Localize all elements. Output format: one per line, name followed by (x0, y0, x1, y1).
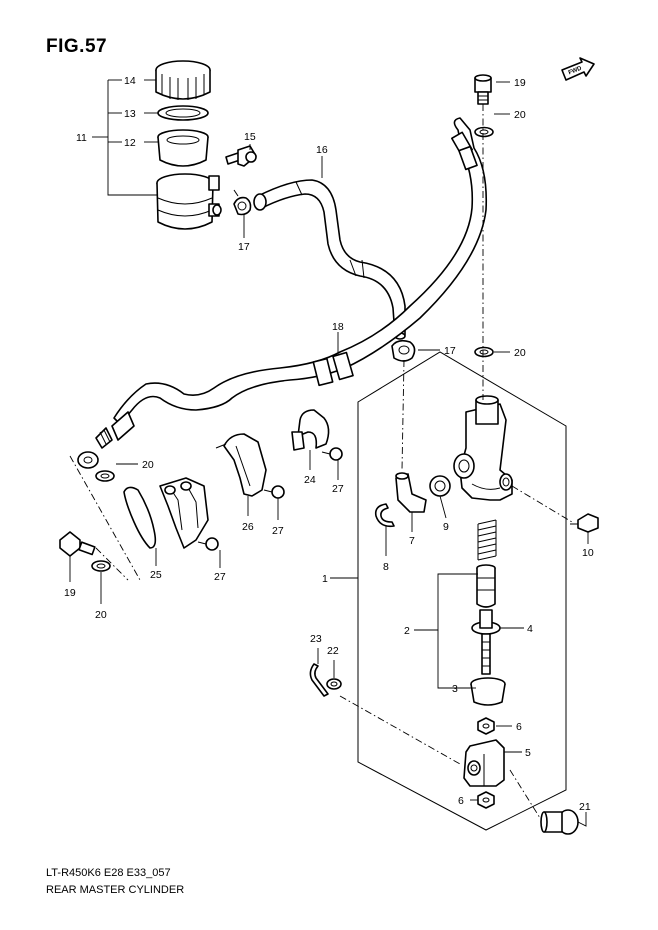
callout-14: 14 (124, 75, 136, 87)
callout-27-a: 27 (332, 483, 344, 495)
cotter-pin-23 (309, 663, 329, 697)
callout-22: 22 (327, 645, 339, 657)
assembly-outline-1 (357, 351, 567, 831)
reservoir-hose-16 (253, 179, 406, 340)
hose-holder-24 (291, 409, 330, 451)
o-ring-9 (429, 475, 451, 497)
return-spring (477, 519, 497, 561)
callout-19-lower: 19 (64, 587, 76, 599)
nut-6-upper (477, 717, 495, 735)
callout-12: 12 (124, 137, 136, 149)
callout-24: 24 (304, 474, 316, 486)
callout-6-lower: 6 (458, 795, 464, 807)
callout-10: 10 (582, 547, 594, 559)
fwd-arrow-icon: FWD (561, 57, 595, 81)
callout-23: 23 (310, 633, 322, 645)
bolt-27-b (263, 485, 285, 499)
clevis-5 (463, 739, 505, 787)
master-cylinder-body (453, 395, 513, 501)
callout-15: 15 (244, 131, 256, 143)
callout-2: 2 (404, 625, 410, 637)
callout-16: 16 (316, 144, 328, 156)
clamp-17-upper (233, 189, 252, 216)
leader-lines (69, 79, 589, 827)
callout-4: 4 (527, 623, 533, 635)
bolt-10 (570, 513, 599, 533)
piston-2 (476, 564, 496, 608)
reservoir-cap (155, 60, 211, 100)
hose-holder-26 (215, 433, 267, 497)
callout-1: 1 (322, 573, 328, 585)
boot-3 (470, 677, 506, 706)
callout-20-upper: 20 (514, 109, 526, 121)
axis-cotter (339, 695, 461, 765)
connector-7 (395, 472, 427, 513)
union-bolt-19-lower (59, 531, 96, 557)
axis-connector (401, 359, 405, 471)
clamp-17-lower (391, 339, 416, 362)
callout-7: 7 (409, 535, 415, 547)
union-bolt-19-upper (474, 74, 492, 105)
washer-20-bottom (91, 560, 111, 572)
diaphragm-plate (157, 105, 209, 121)
diaphragm (157, 129, 209, 167)
reservoir-tank (156, 173, 222, 230)
clevis-pin-21 (540, 809, 579, 835)
bolt-27-c (197, 537, 219, 551)
nut-6-lower (477, 791, 495, 809)
callout-26: 26 (242, 521, 254, 533)
callout-3: 3 (452, 683, 458, 695)
callout-13: 13 (124, 108, 136, 120)
callout-20-mid: 20 (514, 347, 526, 359)
hose-guide-25 (123, 477, 209, 549)
callout-8: 8 (383, 561, 389, 573)
washer-20-left (95, 470, 115, 482)
callout-5: 5 (525, 747, 531, 759)
callout-20-left: 20 (142, 459, 154, 471)
callout-18: 18 (332, 321, 344, 333)
callout-17-lower: 17 (444, 345, 456, 357)
callout-19-upper: 19 (514, 77, 526, 89)
figure-code: LT-R450K6 E28 E33_057 (46, 867, 171, 879)
callout-20-bottom: 20 (95, 609, 107, 621)
bolt-15 (225, 145, 257, 167)
push-rod-4 (471, 609, 501, 675)
callout-25: 25 (150, 569, 162, 581)
callout-27-b: 27 (272, 525, 284, 537)
callout-17-upper: 17 (238, 241, 250, 253)
callout-labels: 14 13 12 11 15 16 17 17 18 19 20 20 20 1… (64, 75, 594, 813)
brake-hose-18 (77, 117, 488, 469)
callout-11: 11 (76, 132, 87, 144)
callout-6-upper: 6 (516, 721, 522, 733)
washer-20-upper (474, 126, 494, 138)
callout-21: 21 (579, 801, 591, 813)
circlip-8 (374, 503, 395, 528)
figure-name: REAR MASTER CYLINDER (46, 884, 185, 896)
callout-9: 9 (443, 521, 449, 533)
axis-pin-21 (509, 769, 541, 819)
fwd-label: FWD (568, 65, 584, 76)
bolt-27-a (321, 447, 343, 461)
axis-banjo (69, 455, 141, 581)
axis-bolt-10 (511, 485, 573, 523)
figure-title: FIG.57 (46, 36, 108, 57)
callout-27-c: 27 (214, 571, 226, 583)
washer-22 (326, 678, 342, 690)
washer-20-mid (474, 346, 494, 358)
